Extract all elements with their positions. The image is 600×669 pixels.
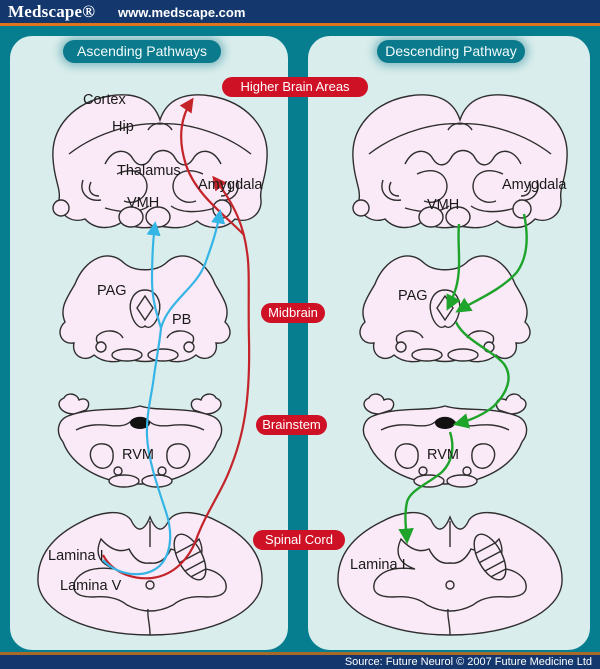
badge-higher-brain-areas: Higher Brain Areas: [222, 77, 368, 97]
label-vmh-right: VMH: [427, 197, 460, 213]
badge-midbrain: Midbrain: [261, 303, 325, 323]
label-lamina-i-right: Lamina I: [350, 557, 406, 573]
label-pag-right: PAG: [398, 288, 428, 304]
header-orange-rule: [0, 23, 600, 26]
footer-source-bar: Source: Future Neurol © 2007 Future Medi…: [0, 655, 600, 669]
header-bar: [0, 0, 600, 23]
label-vmh-left: VMH: [127, 195, 160, 211]
label-rvm-left: RVM: [122, 447, 154, 463]
label-thalamus: Thalamus: [117, 163, 181, 179]
label-pag-left: PAG: [97, 283, 127, 299]
label-hip: Hip: [112, 119, 134, 135]
ascending-title-pill: Ascending Pathways: [63, 40, 221, 63]
badge-spinal-cord: Spinal Cord: [253, 530, 345, 550]
medscape-url-link[interactable]: www.medscape.com: [118, 5, 246, 20]
label-cortex: Cortex: [83, 92, 126, 108]
descending-title-pill: Descending Pathway: [377, 40, 525, 63]
label-amygdala-left: Amygdala: [198, 177, 263, 193]
label-lamina-i-left: Lamina I: [48, 548, 104, 564]
footer-orange-rule: [0, 652, 600, 655]
label-lamina-v: Lamina V: [60, 578, 122, 594]
label-rvm-right: RVM: [427, 447, 459, 463]
label-amygdala-right: Amygdala: [502, 177, 567, 193]
label-pb: PB: [172, 312, 192, 328]
badge-brainstem: Brainstem: [256, 415, 327, 435]
medscape-logo: Medscape®: [8, 2, 96, 21]
